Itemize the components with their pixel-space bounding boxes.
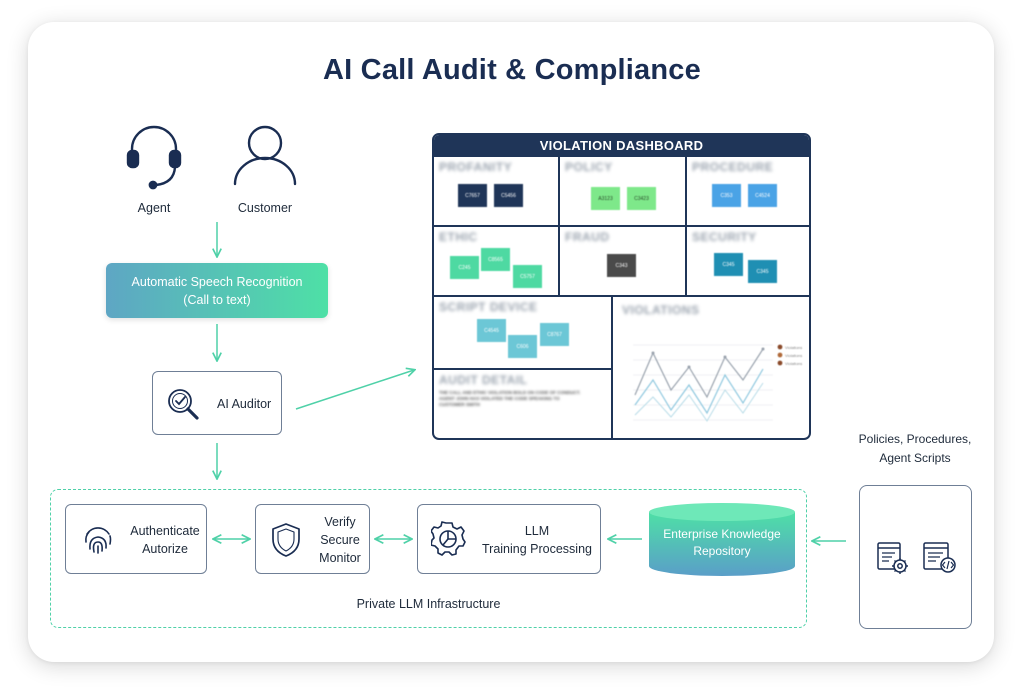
- violation-chip: C353: [712, 184, 741, 207]
- violation-chip: C5757: [513, 265, 542, 288]
- llm-box: LLM Training Processing: [417, 504, 601, 574]
- svg-text:Violations: Violations: [785, 345, 802, 350]
- private-llm-infrastructure: [50, 489, 807, 628]
- cell-violations: VIOLATIONS Violations Violations: [613, 297, 809, 438]
- cell-title: VIOLATIONS: [622, 303, 700, 317]
- violations-line-chart: Violations Violations Violations: [633, 344, 802, 422]
- violation-chip: C606: [508, 335, 537, 358]
- violation-chip: C8565: [481, 248, 510, 271]
- cell-title: SECURITY: [692, 230, 757, 244]
- violation-chip: C345: [748, 260, 777, 283]
- violation-dashboard: VIOLATION DASHBOARD PROFANITY C7657 C545…: [432, 133, 811, 440]
- cell-title: FRAUD: [565, 230, 610, 244]
- headset-icon: [126, 125, 182, 190]
- authenticate-box: Authenticate Autorize: [65, 504, 207, 574]
- cell-fraud: FRAUD C343: [560, 227, 687, 297]
- customer-label: Customer: [237, 201, 293, 215]
- violation-chip: C3423: [627, 187, 656, 210]
- policies-box: [859, 485, 972, 629]
- cell-audit-detail: AUDIT DETAIL THE CALL AND ETHIC VIOLATIO…: [434, 370, 613, 438]
- user-icon: [233, 125, 297, 186]
- cell-ethic: ETHIC C245 C8565 C5757: [434, 227, 560, 297]
- violation-chip: C343: [607, 254, 636, 277]
- document-code-icon: [923, 542, 956, 573]
- cell-title: SCRIPT DEVICE: [439, 300, 538, 314]
- cell-procedure: PROCEDURE C353 C4524: [687, 157, 809, 227]
- authenticate-label: Authenticate Autorize: [130, 524, 200, 556]
- violation-chip: C245: [450, 256, 479, 279]
- verify-label: Verify Secure Monitor: [319, 515, 361, 565]
- violation-chip: C7657: [458, 184, 487, 207]
- arrow-auditor-to-dashboard: [295, 370, 414, 410]
- asr-line1: Automatic Speech Recognition: [131, 274, 303, 289]
- llm-label: LLM Training Processing: [481, 524, 592, 556]
- dashboard-header: VIOLATION DASHBOARD: [434, 135, 809, 157]
- page-title: AI Call Audit & Compliance: [323, 54, 701, 86]
- policies-label: Policies, Procedures, Agent Scripts: [858, 432, 972, 465]
- violation-chip: C4545: [477, 319, 506, 342]
- cell-title: POLICY: [565, 160, 613, 174]
- chart-series-1: [634, 348, 764, 399]
- violation-chip: C4524: [748, 184, 777, 207]
- cell-title: AUDIT DETAIL: [439, 373, 528, 387]
- asr-line2: (Call to text): [183, 292, 251, 307]
- cell-security: SECURITY C345 C345: [687, 227, 809, 297]
- repository-label: Enterprise Knowledge Repository: [663, 527, 781, 558]
- cell-title: ETHIC: [439, 230, 478, 244]
- chart-legend: Violations Violations Violations: [777, 344, 802, 366]
- document-settings-icon: [877, 542, 908, 574]
- repository-cylinder: [649, 503, 795, 576]
- ai-auditor-label: AI Auditor: [217, 397, 272, 411]
- svg-text:Violations: Violations: [785, 353, 802, 358]
- ai-auditor-box: AI Auditor: [152, 371, 282, 435]
- violation-chip: C8767: [540, 323, 569, 346]
- shield-icon: [272, 523, 300, 557]
- cell-script-device: SCRIPT DEVICE C4545 C8767 C606: [434, 297, 613, 370]
- asr-box: Automatic Speech Recognition (Call to te…: [106, 263, 328, 318]
- audit-detail-text: THE CALL AND ETHIC VIOLATION BOLD ON COD…: [439, 390, 581, 407]
- chart-series-3: [634, 382, 764, 422]
- infra-label: Private LLM Infrastructure: [356, 597, 501, 611]
- gear-chart-icon: [431, 521, 466, 556]
- verify-box: Verify Secure Monitor: [255, 504, 370, 574]
- cell-title: PROFANITY: [439, 160, 513, 174]
- agent-label: Agent: [137, 201, 171, 215]
- chart-series-2: [634, 368, 764, 415]
- violation-chip: A3123: [591, 187, 620, 210]
- cell-profanity: PROFANITY C7657 C5456: [434, 157, 560, 227]
- violation-chip: C345: [714, 253, 743, 276]
- svg-text:Violations: Violations: [785, 361, 802, 366]
- fingerprint-icon: [85, 527, 112, 554]
- magnifier-check-icon: [168, 389, 199, 420]
- violation-chip: C5456: [494, 184, 523, 207]
- cell-title: PROCEDURE: [692, 160, 774, 174]
- cell-policy: POLICY A3123 C3423: [560, 157, 687, 227]
